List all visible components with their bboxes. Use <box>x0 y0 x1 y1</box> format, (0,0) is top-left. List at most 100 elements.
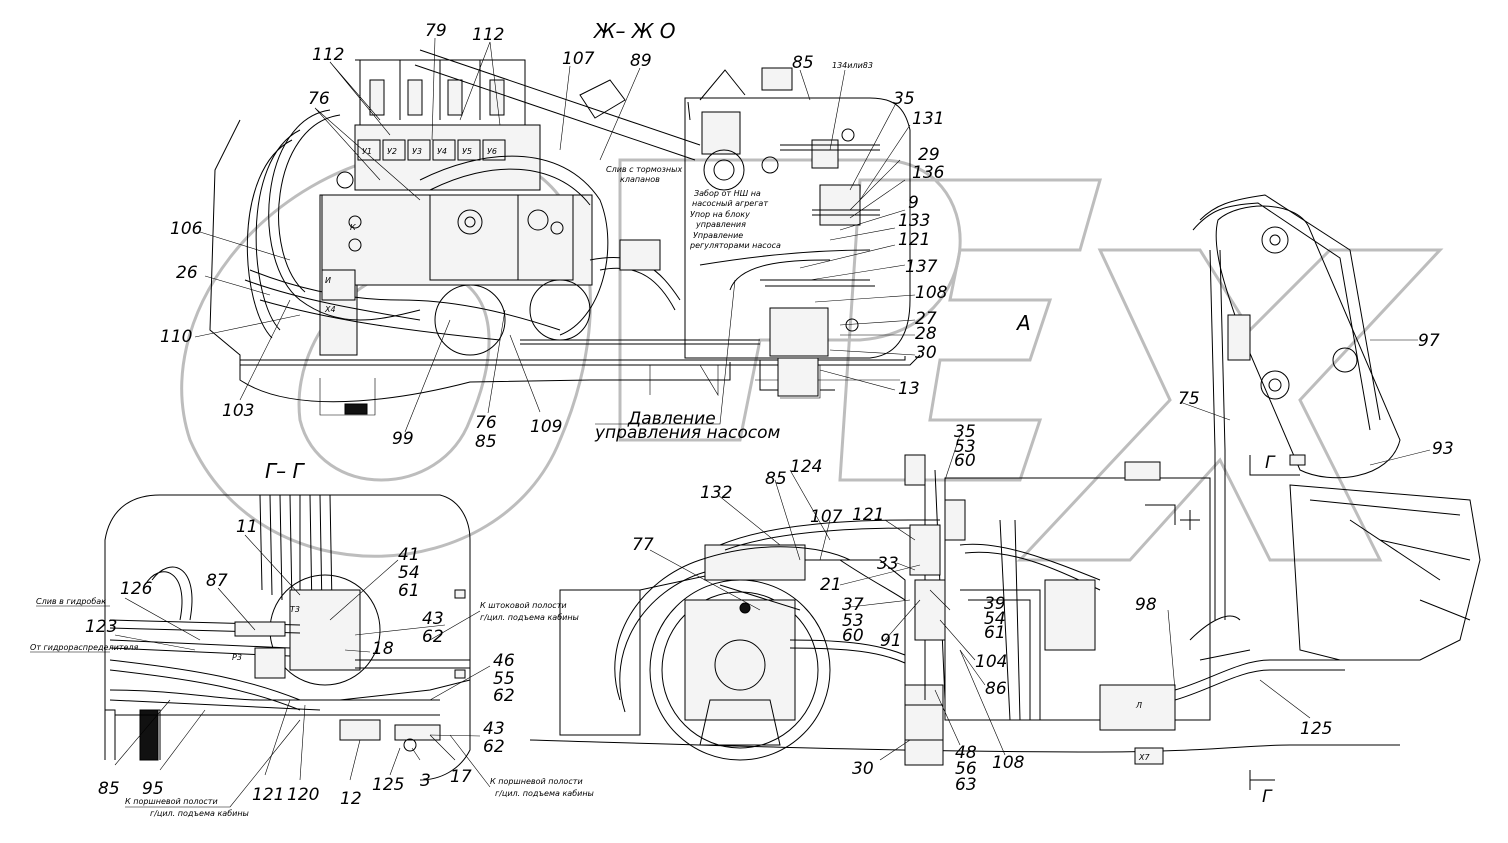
callout: 26 <box>176 263 198 283</box>
callout: A <box>1015 311 1031 335</box>
callout: 112 <box>312 45 344 65</box>
label-t3: Т3 <box>290 605 300 614</box>
callout: 93 <box>1432 439 1454 459</box>
note-sliv-gidrobak: Слив в гидробак <box>36 597 106 606</box>
callout: 39 <box>984 594 1006 614</box>
callout: 137 <box>905 257 938 277</box>
callout: 120 <box>287 785 319 805</box>
label-u5: У5 <box>462 147 472 156</box>
callout: 62 <box>422 627 444 647</box>
callout: 85 <box>765 469 787 489</box>
callout: 37 <box>842 595 864 615</box>
callout: 60 <box>842 626 864 646</box>
callout: 61 <box>984 623 1006 643</box>
callout: 124 <box>790 457 822 477</box>
callout: 9 <box>908 193 919 213</box>
callout: 104 <box>975 652 1007 672</box>
callout: 63 <box>955 775 977 795</box>
callout: 85 <box>792 53 814 73</box>
callout: 108 <box>992 753 1025 773</box>
callout: 99 <box>392 429 414 449</box>
section-view: Р3 Т3 Г– Г Слив в гидробак От гидрораспр… <box>30 459 594 818</box>
callout: 107 <box>562 49 595 69</box>
callout: 85 <box>475 432 497 452</box>
note-davlenie-2: управления насосом <box>594 423 781 443</box>
callout: 18 <box>372 639 394 659</box>
callout: 89 <box>630 51 652 71</box>
note-upor-1: Упор на блоку <box>690 210 750 219</box>
callout: 54 <box>398 563 420 583</box>
callout: 62 <box>493 686 515 706</box>
callout: 76 <box>475 413 497 433</box>
note-k-shtok-2: г/цил. подъема кабины <box>480 613 579 622</box>
callout: 95 <box>142 779 164 799</box>
top-view: У1 У2 У3 У4 У5 У6 <box>209 19 921 416</box>
callout: 76 <box>308 89 330 109</box>
callout: 97 <box>1418 331 1440 351</box>
callout: 108 <box>915 283 948 303</box>
callout: 60 <box>954 451 976 471</box>
callout: 43 <box>422 609 444 629</box>
callout: 62 <box>483 737 505 757</box>
label-x4: Х4 <box>324 305 336 314</box>
callout: 98 <box>1135 595 1157 615</box>
callout: 106 <box>170 219 203 239</box>
callout: 61 <box>398 581 420 601</box>
callout: 30 <box>915 343 937 363</box>
callout: 132 <box>700 483 732 503</box>
callout: 77 <box>632 535 654 555</box>
callout: 136 <box>912 163 945 183</box>
callout: 103 <box>222 401 254 421</box>
callout: 41 <box>398 545 420 565</box>
callout: 35 <box>954 422 976 442</box>
callout: 54 <box>984 609 1006 629</box>
note-ot-gidro: От гидрораспределителя <box>30 643 138 652</box>
callout: 133 <box>898 211 930 231</box>
note-sliv-tormoz-2: клапанов <box>620 175 660 184</box>
callout: 27 <box>915 309 937 329</box>
pressure-note: Давление управления насосом <box>594 279 781 443</box>
note-zabor-1: Забор от НШ на <box>694 189 761 198</box>
callout: 109 <box>530 417 562 437</box>
callout: 107 <box>810 507 843 527</box>
note-k-porsh-right-2: г/цил. подъема кабины <box>495 789 594 798</box>
note-k-porsh-right-1: К поршневой полости <box>490 777 583 786</box>
label-u3: У3 <box>412 147 422 156</box>
callout: 131 <box>912 109 944 129</box>
callout: 43 <box>483 719 505 739</box>
label-u6: У6 <box>487 147 497 156</box>
callout: 30 <box>852 759 874 779</box>
callout: 29 <box>918 145 940 165</box>
callout: 121 <box>852 505 884 525</box>
callout: 86 <box>985 679 1007 699</box>
callout: 134или83 <box>832 61 873 70</box>
callout: 121 <box>898 230 930 250</box>
callout: 12 <box>340 789 362 809</box>
note-upor-2: управления <box>695 220 746 229</box>
callout: 55 <box>493 669 515 689</box>
note-upravl-1: Управление <box>693 231 743 240</box>
note-upravl-2: регуляторами насоса <box>689 241 781 250</box>
label-x7: Х7 <box>1138 753 1150 762</box>
callout: 17 <box>450 767 472 787</box>
label-i: И <box>325 276 331 285</box>
label-u4: У4 <box>437 147 447 156</box>
callout: 56 <box>955 759 977 779</box>
note-k-shtok-1: К штоковой полости <box>480 601 567 610</box>
side-view: Л Х7 Г <box>529 194 1481 790</box>
callout: 11 <box>236 517 258 537</box>
callout: 28 <box>915 324 937 344</box>
section-marker-g: Г <box>1265 453 1276 473</box>
note-k-porsh-left-1: К поршневой полости <box>125 797 218 806</box>
callout: 121 <box>252 785 284 805</box>
callout: 125 <box>1300 719 1332 739</box>
callout: 53 <box>954 437 976 457</box>
note-k-porsh-left-2: г/цил. подъема кабины <box>150 809 249 818</box>
callout: 53 <box>842 611 864 631</box>
callout: 48 <box>955 743 977 763</box>
view-title-top: Ж– Ж О <box>592 19 676 43</box>
note-sliv-tormoz-1: Слив с тормозных <box>606 165 682 174</box>
leader-lines <box>114 37 1431 781</box>
